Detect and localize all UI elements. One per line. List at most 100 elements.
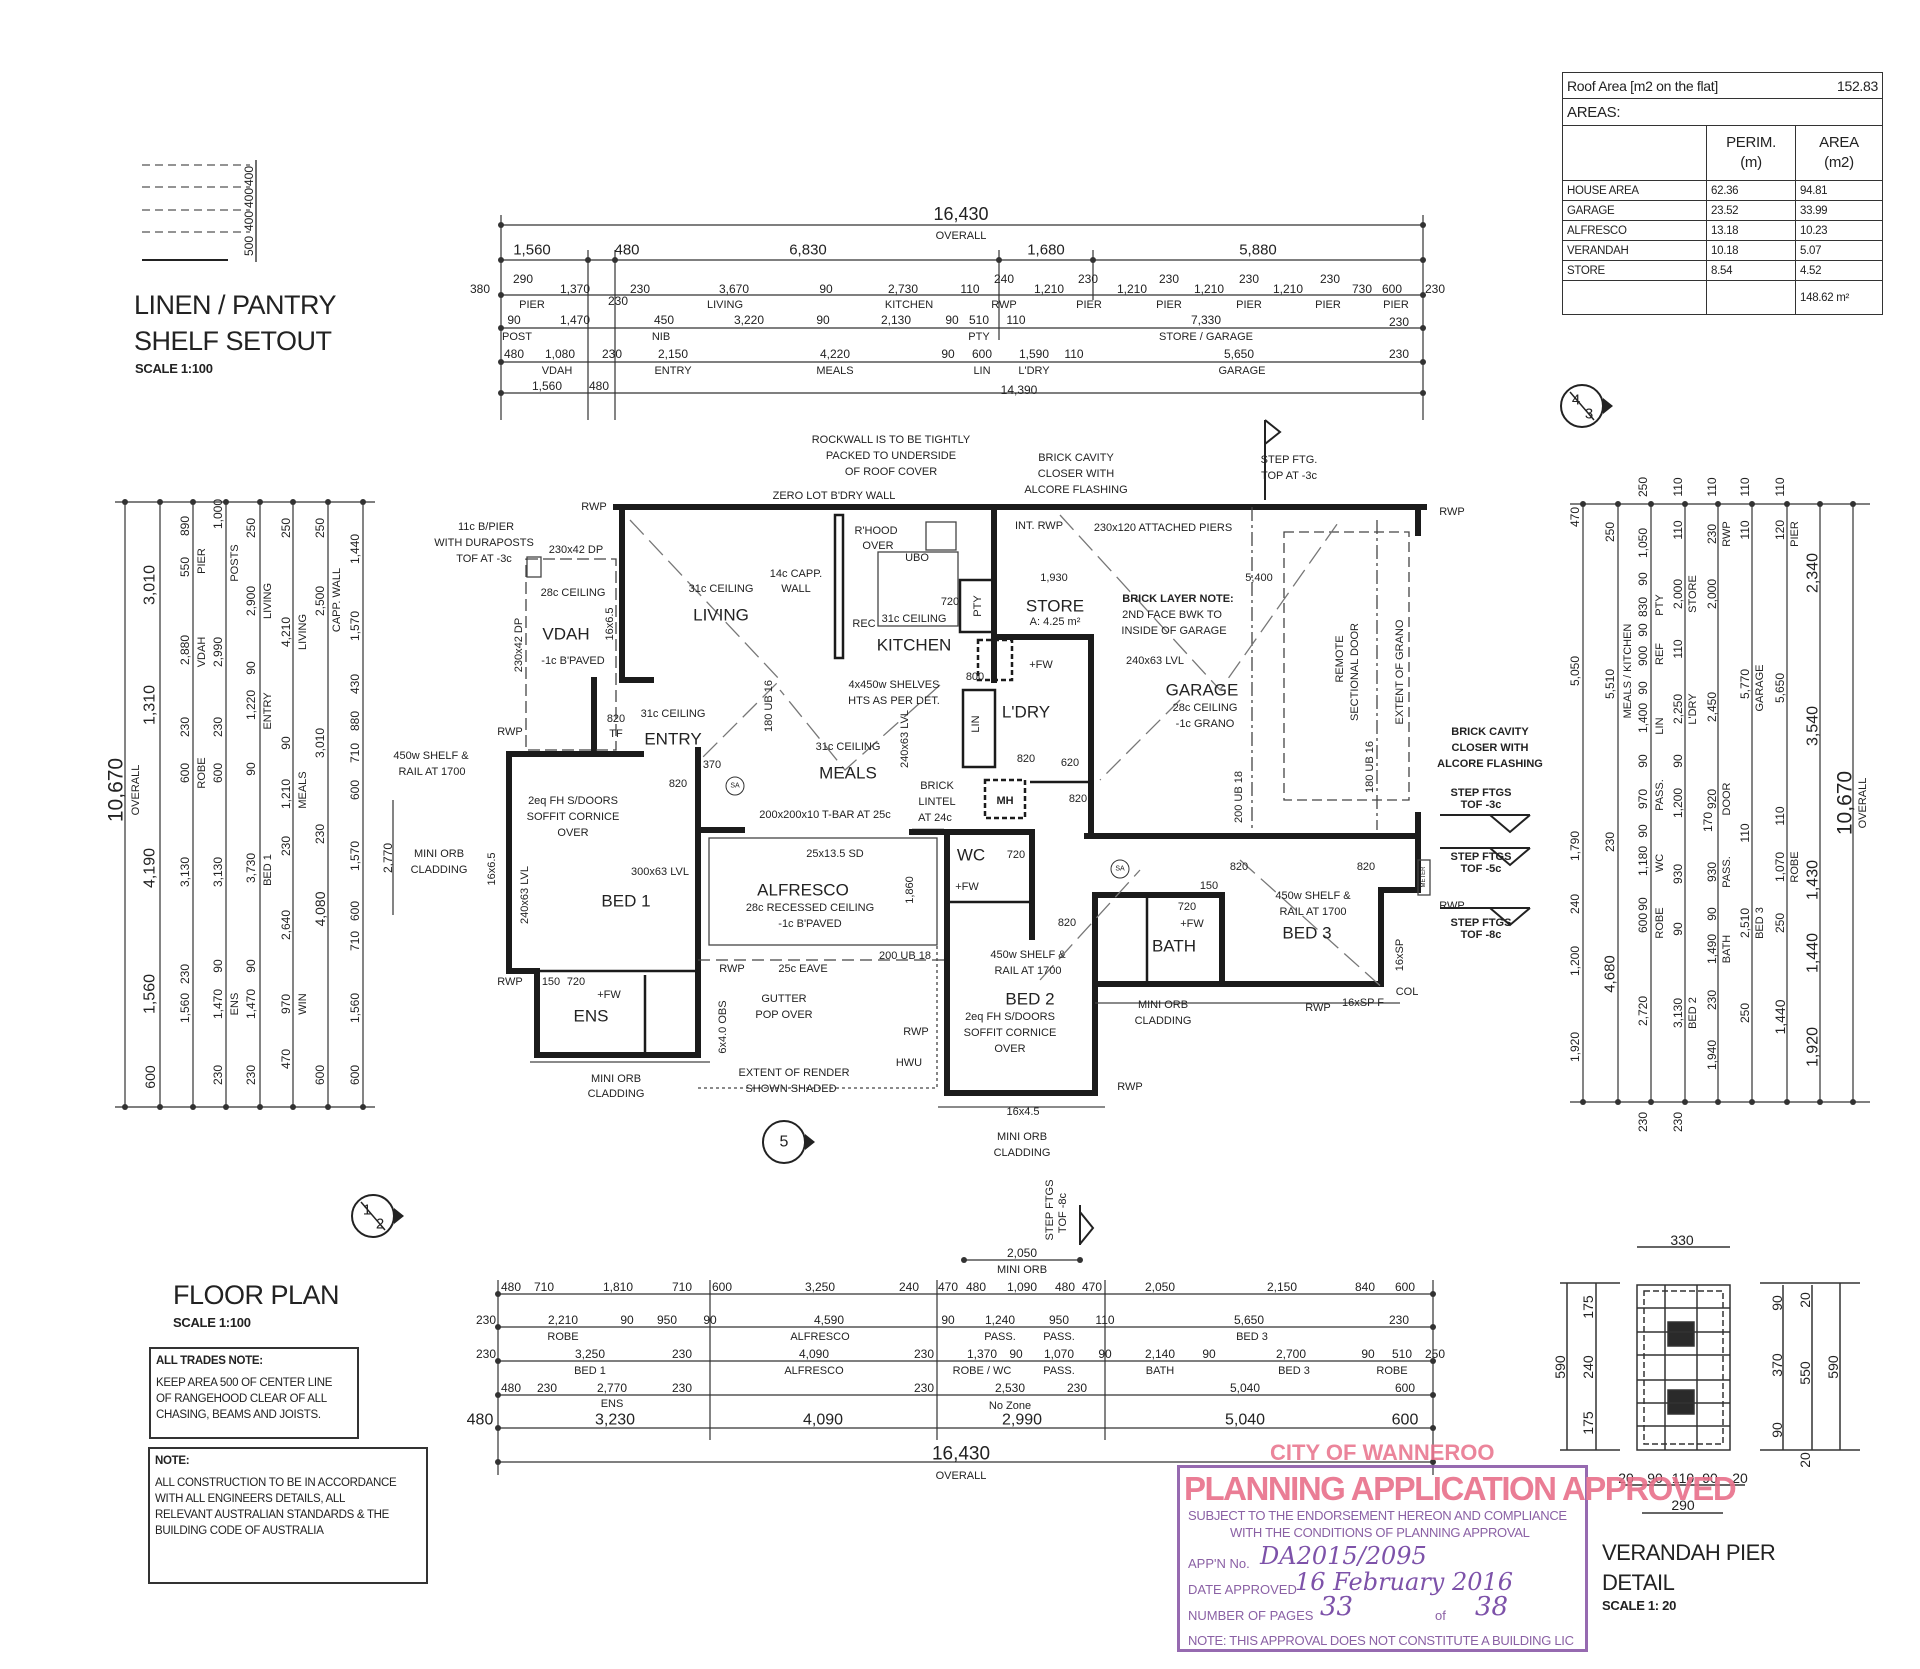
dimension-label: 230 bbox=[1159, 272, 1179, 286]
dimension-label: 110 bbox=[1773, 806, 1787, 825]
dimension-label: VDAH bbox=[196, 637, 208, 668]
dimension-label: 2,450 bbox=[1705, 692, 1719, 722]
dimension-label: 1,310 bbox=[142, 685, 159, 725]
dimension-label: ENS bbox=[229, 993, 241, 1016]
dimension-label: 230 bbox=[1067, 1381, 1087, 1395]
section-marker-number: 4 bbox=[1572, 392, 1580, 409]
dimension-label: LIN bbox=[1654, 717, 1666, 734]
dimension-label: OVERALL bbox=[1857, 778, 1869, 829]
annotation: 31c CEILING bbox=[882, 613, 947, 625]
dimension-label: 4,680 bbox=[1602, 955, 1619, 993]
dimension-label: BED 3 bbox=[1278, 1365, 1310, 1377]
shelf-dimension-label: 400 bbox=[242, 188, 256, 208]
annotation: OVER bbox=[994, 1043, 1025, 1055]
dimension-label: 480 bbox=[614, 242, 639, 259]
annotation: 820 bbox=[669, 778, 687, 790]
dimension-label: 3,540 bbox=[1805, 706, 1822, 746]
dimension-label: 230 bbox=[279, 836, 293, 856]
dimension-label: ALFRESCO bbox=[790, 1331, 850, 1343]
annotation: 820 bbox=[1357, 861, 1375, 873]
dimension-label: 240 bbox=[899, 1280, 919, 1294]
annotation: 800 bbox=[966, 671, 984, 683]
section-markers bbox=[351, 384, 1613, 1238]
annotation: 16x4.5 bbox=[1006, 1106, 1039, 1118]
pier-dimension-label: 90 bbox=[1769, 1295, 1785, 1311]
stamp-app-number: DA2015/2095 bbox=[1260, 1542, 1427, 1570]
annotation: CLADDING bbox=[1135, 1015, 1192, 1027]
annotation: EXTENT OF GRANO bbox=[1394, 619, 1406, 724]
room-label: ENTRY bbox=[644, 730, 701, 749]
dimension-label: 600 bbox=[348, 780, 362, 800]
dimension-label: 230 bbox=[1705, 990, 1719, 1010]
annotation: CLOSER WITH bbox=[1038, 468, 1114, 480]
dimension-label: 230 bbox=[1705, 524, 1719, 544]
dimension-label: 3,130 bbox=[178, 857, 192, 887]
dimension-label: 470 bbox=[938, 1280, 958, 1294]
dimension-label: 600 bbox=[1382, 282, 1402, 296]
annotation: +FW bbox=[955, 881, 979, 893]
dimension-label: CAPP. WALL bbox=[331, 568, 343, 632]
dimension-label: PIER bbox=[1236, 299, 1262, 311]
dimension-label: 1,050 bbox=[1636, 528, 1650, 558]
dimension-label: 1,210 bbox=[1034, 282, 1064, 296]
dimension-label: 90 bbox=[244, 959, 258, 973]
dimension-label: 3,130 bbox=[1671, 998, 1685, 1028]
dimension-label: 250 bbox=[1738, 1003, 1752, 1023]
annotation: RAIL AT 1700 bbox=[398, 766, 465, 778]
dimension-label: WC bbox=[1654, 854, 1666, 872]
dimension-label: 90 bbox=[1098, 1347, 1112, 1361]
verandah-pier-title-line2: DETAIL bbox=[1602, 1570, 1675, 1595]
dimension-label: BED 3 bbox=[1754, 907, 1766, 939]
dimension-label: 170 bbox=[1701, 812, 1715, 832]
linen-pantry-scale: SCALE 1:100 bbox=[135, 361, 213, 376]
dimension-label: 1,400 bbox=[1636, 703, 1650, 733]
annotation: 200x200x10 T-BAR AT 25c bbox=[759, 809, 891, 821]
dimension-label: 4,080 bbox=[312, 891, 328, 926]
room-label: KITCHEN bbox=[877, 636, 952, 655]
dimension-label: REF bbox=[1654, 643, 1666, 665]
section-marker-sheet: 2 bbox=[376, 1216, 384, 1233]
note-line: BUILDING CODE OF AUSTRALIA bbox=[155, 1525, 324, 1537]
annotation: OVER bbox=[557, 827, 588, 839]
dimension-label: 480 bbox=[501, 1280, 521, 1294]
dimension-label: PIER bbox=[1789, 521, 1801, 547]
dimension-label: 230 bbox=[1603, 832, 1617, 852]
annotation: 2ND FACE BWK TO bbox=[1122, 609, 1222, 621]
annotation: RWP bbox=[1439, 506, 1464, 518]
dimension-label: 970 bbox=[279, 994, 293, 1014]
pier-dimension-label: 175 bbox=[1580, 1411, 1596, 1435]
dimension-label: 230 bbox=[313, 824, 327, 844]
outlines bbox=[525, 507, 1431, 1108]
cooktop bbox=[925, 521, 957, 551]
dimension-label: 2,900 bbox=[244, 586, 258, 616]
dimension-label: 90 bbox=[620, 1313, 634, 1327]
annotation: STEP FTGS bbox=[1044, 1180, 1056, 1241]
annotation: 450w SHELF & bbox=[990, 949, 1066, 961]
dimension-label: 110 bbox=[1006, 313, 1025, 327]
dimension-label: 2,530 bbox=[995, 1381, 1025, 1395]
annotation: MINI ORB bbox=[414, 848, 464, 860]
dimension-label: 1,940 bbox=[1705, 1040, 1719, 1070]
dimension-label: 1,080 bbox=[545, 347, 575, 361]
pier-dimension-label: 330 bbox=[1670, 1232, 1694, 1248]
annotation: 28c CEILING bbox=[541, 587, 606, 599]
dimension-label: KITCHEN bbox=[885, 299, 933, 311]
dimension-label: 90 bbox=[211, 959, 225, 973]
areas-heading: AREAS: bbox=[1562, 98, 1883, 126]
dimension-label: 880 bbox=[348, 711, 362, 731]
stamp-pages-of: of bbox=[1435, 1608, 1446, 1623]
annotation: OVER bbox=[862, 540, 893, 552]
dimension-label: 250 bbox=[1425, 1347, 1445, 1361]
dimension-label: 230 bbox=[1078, 272, 1098, 286]
annotation: RWP bbox=[581, 501, 606, 513]
annotation: TOF -8c bbox=[1461, 929, 1502, 941]
dimension-label: 5,040 bbox=[1230, 1381, 1260, 1395]
annotation: SECTIONAL DOOR bbox=[1349, 623, 1361, 721]
section-arrow-icon bbox=[805, 1134, 815, 1150]
dimension-line bbox=[1570, 503, 1870, 1103]
dimension-label: 90 bbox=[1636, 897, 1650, 911]
row-perim: 10.18 bbox=[1706, 240, 1796, 261]
room-label: L'DRY bbox=[1002, 703, 1050, 722]
annotation: 200 UB 18 bbox=[879, 950, 931, 962]
pier-dimension-label: 175 bbox=[1580, 1295, 1596, 1319]
